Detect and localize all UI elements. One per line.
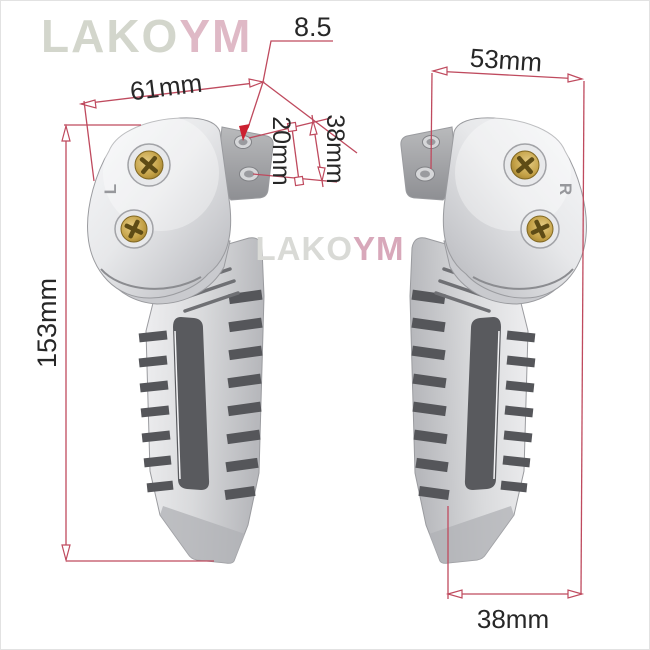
dimension-label-total-height: 153mm <box>31 277 62 369</box>
dimension-label-hole-spacing: 20mm <box>267 116 296 186</box>
dimension-53mm-lines <box>430 66 585 595</box>
brand-logo-part2: YM <box>179 10 253 62</box>
brand-watermark-part1: LAKO <box>255 230 353 267</box>
brand-watermark: LAKOYM <box>230 230 430 268</box>
dimension-label-foot-width: 38mm <box>476 604 550 634</box>
dimension-8p5-leader <box>239 40 358 154</box>
dimension-label-lug-height: 38mm <box>321 114 350 184</box>
left-footpeg-illustration <box>85 113 275 565</box>
dimension-20mm-38mm-lines <box>248 114 338 188</box>
dimension-label-hole-diameter: 8.5 <box>294 12 332 42</box>
dimension-38mm-bottom-lines <box>445 506 585 599</box>
right-peg-marking: R <box>556 182 576 196</box>
brand-logo-part1: LAKO <box>41 10 180 62</box>
brand-watermark-part2: YM <box>353 230 405 267</box>
brand-logo: LAKOYM <box>41 9 252 63</box>
dimension-61mm-lines <box>78 78 266 182</box>
dimension-153mm-lines <box>61 123 214 563</box>
left-peg-marking: L <box>101 183 121 195</box>
